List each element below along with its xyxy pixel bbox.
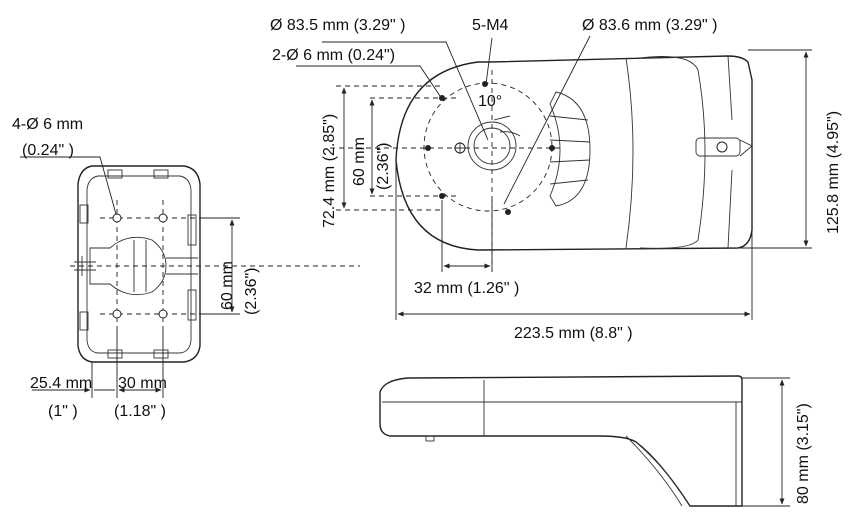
two-hole-label: 2-Ø 6 mm (0.24") (272, 47, 395, 64)
dim-25-4-label: 25.4 mm (30, 375, 92, 392)
dim-80-label: 80 mm (3.15") (795, 403, 812, 504)
side-view (379, 375, 790, 507)
four-hole-inch-label: (0.24" ) (22, 142, 74, 159)
dim-1-18-label: (1.18" ) (114, 403, 166, 420)
back-plate-view (20, 156, 360, 398)
dim-60-label: 60 mm (351, 137, 368, 186)
dim-125-8-label: 125.8 mm (4.95") (825, 111, 842, 234)
top-view (296, 35, 812, 320)
dim-30-label: 30 mm (118, 375, 167, 392)
dim-32-label: 32 mm (1.26" ) (414, 280, 519, 297)
dim-223-5-label: 223.5 mm (8.8" ) (514, 325, 633, 342)
side-60mm-label: 60 mm (219, 261, 236, 310)
dim-1-inch-label: (1" ) (48, 403, 78, 420)
angle-label: 10° (478, 93, 502, 110)
m4-label: 5-M4 (472, 17, 509, 34)
phi-83-6-label: Ø 83.6 mm (3.29" ) (582, 17, 718, 34)
four-hole-label: 4-Ø 6 mm (12, 116, 83, 133)
dim-72-4-label: 72.4 mm (2.85") (321, 114, 338, 228)
side-60mm-inch-label: (2.36") (243, 268, 260, 315)
phi-83-5-label: Ø 83.5 mm (3.29" ) (270, 17, 406, 34)
dim-2-36-label: (2.36") (375, 143, 392, 190)
